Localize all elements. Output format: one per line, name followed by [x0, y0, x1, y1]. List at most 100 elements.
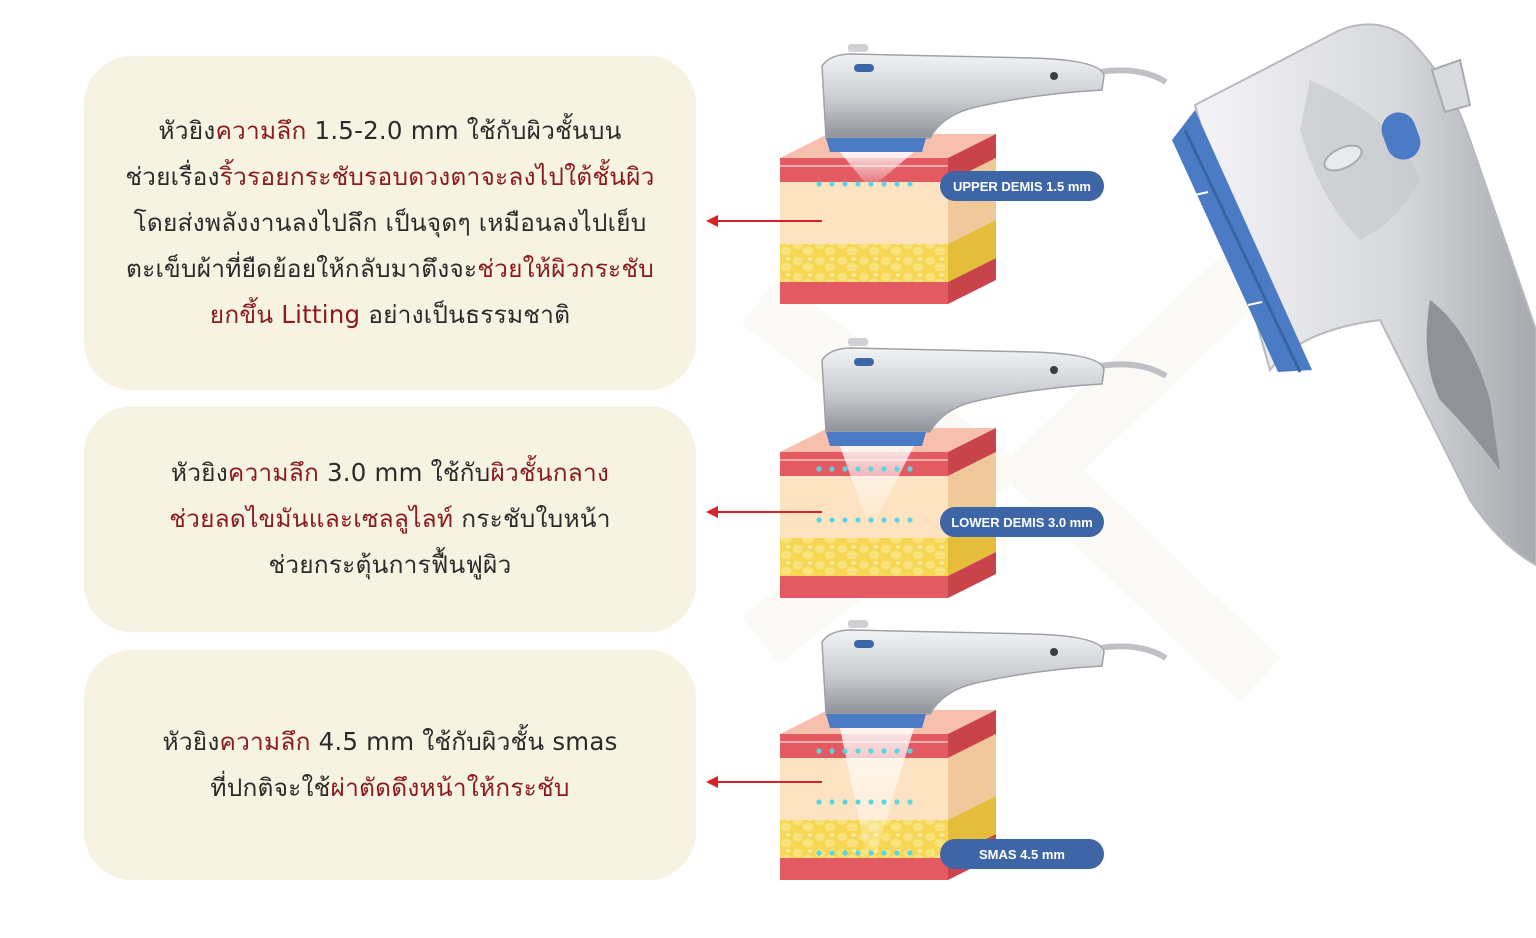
- energy-dot: [907, 517, 913, 523]
- text-line: ช่วยเรื่องริ้วรอยกระชับรอบดวงตาจะลงไปใต้…: [125, 154, 654, 200]
- skin-layer-front: [780, 576, 948, 598]
- energy-dot: [907, 748, 913, 754]
- text-line: หัวยิงความลึก 4.5 mm ใช้กับผิวชั้น smas: [162, 719, 617, 765]
- cable: [1099, 67, 1168, 85]
- body-text: หัวยิง: [170, 458, 228, 487]
- energy-dot: [829, 466, 835, 472]
- skin-layer-side: [948, 552, 996, 598]
- energy-dot: [868, 466, 874, 472]
- energy-dot: [868, 799, 874, 805]
- energy-dot: [881, 799, 887, 805]
- text-line: โดยส่งพลังงานลงไปลึก เป็นจุดๆ เหมือนลงไป…: [125, 200, 654, 246]
- energy-dot: [894, 748, 900, 754]
- energy-dot: [816, 181, 822, 187]
- diagram-1: UPPER DEMIS 1.5 mm: [706, 44, 1168, 304]
- large-handpiece-icon: [1172, 23, 1536, 567]
- depth-badge: [940, 171, 1104, 201]
- transducer-head: [826, 714, 926, 728]
- body-text: 3.0 mm ใช้กับ: [319, 458, 491, 487]
- text-line: ที่ปกติจะใช้ผ่าตัดดึงหน้าให้กระชับ: [162, 765, 617, 811]
- energy-dot: [842, 799, 848, 805]
- highlighted-text: ผ่าตัดดึงหน้าให้กระชับ: [330, 773, 570, 802]
- skin-layer-side: [948, 220, 996, 282]
- handpiece-button-top: [848, 620, 868, 628]
- text-line: หัวยิงความลึก 3.0 mm ใช้กับผิวชั้นกลาง: [169, 450, 610, 496]
- energy-dot: [855, 850, 861, 856]
- highlighted-text: ความลึก: [219, 727, 311, 756]
- skin-layer-side: [948, 734, 996, 820]
- body-text: หัวยิง: [158, 116, 216, 145]
- handpiece-body: [821, 53, 1105, 139]
- transducer-head: [826, 432, 926, 446]
- hifu-handpiece-icon: [821, 338, 1168, 446]
- body-text: ช่วยกระตุ้นการฟื้นฟูผิว: [268, 550, 512, 579]
- panel-lower: หัวยิงความลึก 3.0 mm ใช้กับผิวชั้นกลางช่…: [84, 406, 696, 632]
- highlighted-text: ความลึก: [215, 116, 307, 145]
- panel-lower-text: หัวยิงความลึก 3.0 mm ใช้กับผิวชั้นกลางช่…: [145, 450, 634, 588]
- diagram-3: SMAS 4.5 mm: [706, 620, 1168, 880]
- body-text: อย่างเป็นธรรมชาติ: [360, 300, 571, 329]
- energy-dot: [829, 850, 835, 856]
- energy-dot: [907, 799, 913, 805]
- ultrasound-beam: [840, 446, 914, 520]
- energy-dot: [855, 799, 861, 805]
- handpiece-screw: [1050, 366, 1058, 374]
- energy-dot: [881, 517, 887, 523]
- panel-upper-text: หัวยิงความลึก 1.5-2.0 mm ใช้กับผิวชั้นบน…: [101, 108, 678, 338]
- energy-dot: [868, 748, 874, 754]
- body-text: หัวยิง: [162, 727, 220, 756]
- energy-dot: [894, 799, 900, 805]
- diagram-2: LOWER DEMIS 3.0 mm: [706, 338, 1168, 598]
- highlighted-text: ริ้วรอยกระชับรอบดวงตาจะลงไปใต้ชั้นผิว: [219, 162, 655, 191]
- energy-dot: [816, 517, 822, 523]
- highlighted-text: ยกขึ้น Litting: [209, 300, 361, 329]
- skin-layer-front: [780, 182, 948, 244]
- highlighted-text: ความลึก: [227, 458, 319, 487]
- handpiece-blue-button: [854, 64, 874, 72]
- skin-layer-side: [948, 134, 996, 182]
- handpiece-screw: [1050, 648, 1058, 656]
- energy-dot: [816, 748, 822, 754]
- energy-dot: [855, 748, 861, 754]
- energy-dot: [842, 466, 848, 472]
- energy-dot: [894, 517, 900, 523]
- body-text: ที่ปกติจะใช้: [210, 773, 331, 802]
- energy-dot: [816, 850, 822, 856]
- skin-layer-side: [948, 710, 996, 758]
- energy-dot: [881, 181, 887, 187]
- ultrasound-beam: [840, 728, 914, 853]
- energy-dot: [881, 748, 887, 754]
- handpiece-body: [821, 629, 1105, 715]
- energy-dot: [881, 466, 887, 472]
- transducer-head: [826, 138, 926, 152]
- energy-dot: [816, 466, 822, 472]
- energy-dot: [829, 517, 835, 523]
- depth-badge-label: SMAS 4.5 mm: [979, 847, 1065, 862]
- energy-dot: [907, 181, 913, 187]
- energy-dot: [907, 466, 913, 472]
- energy-dot: [907, 850, 913, 856]
- skin-layer-front: [780, 858, 948, 880]
- handpiece-screw: [1050, 72, 1058, 80]
- skin-layer-front: [780, 282, 948, 304]
- highlighted-text: ช่วยให้ผิวกระชับ: [477, 254, 654, 283]
- text-line: ช่วยกระตุ้นการฟื้นฟูผิว: [169, 542, 610, 588]
- energy-dot: [829, 799, 835, 805]
- energy-dot: [868, 181, 874, 187]
- handpiece-blue-button: [854, 358, 874, 366]
- body-text: กระชับใบหน้า: [453, 504, 611, 533]
- energy-dot: [894, 466, 900, 472]
- energy-dot: [829, 181, 835, 187]
- skin-layer-side: [948, 428, 996, 476]
- body-text: โดยส่งพลังงานลงไปลึก เป็นจุดๆ เหมือนลงไป…: [133, 208, 647, 237]
- energy-dot: [868, 850, 874, 856]
- body-text: 4.5 mm ใช้กับผิวชั้น smas: [310, 727, 618, 756]
- energy-dot: [855, 517, 861, 523]
- energy-dot: [829, 748, 835, 754]
- text-line: ช่วยลดไขมันและเซลลูไลท์ กระชับใบหน้า: [169, 496, 610, 542]
- depth-badge-label: LOWER DEMIS 3.0 mm: [951, 515, 1093, 530]
- energy-dot: [816, 799, 822, 805]
- body-text: ช่วยเรื่อง: [125, 162, 220, 191]
